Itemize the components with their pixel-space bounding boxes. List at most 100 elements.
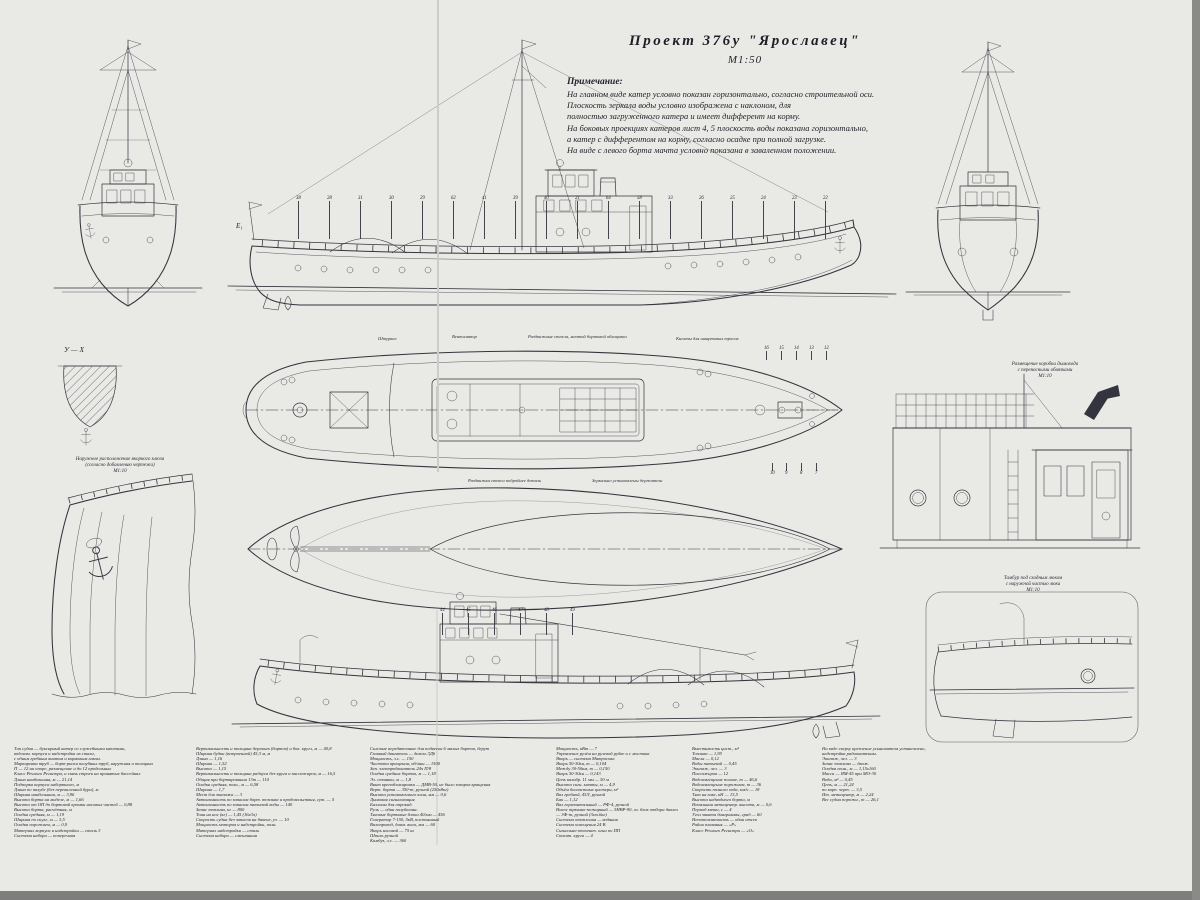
- stern-detail-caption: Тамбур под сходным люком с наружной част…: [1003, 576, 1063, 594]
- wheelhouse: [449, 601, 497, 625]
- spec-line: Высота — 1,15: [196, 766, 227, 772]
- spec-line: Ширина наибольшая, м — 3,96: [14, 791, 75, 797]
- note-line: На главном виде катер условно показан го…: [567, 89, 875, 99]
- spec-line: водоизм. корпуса и надстройки из стали,: [14, 751, 95, 757]
- spec-line: Ширина по скуле, м — 3,5: [14, 817, 65, 823]
- spec-line: Система набора — поперечная: [14, 832, 76, 838]
- wheelhouse: [547, 169, 595, 197]
- callout-number: 45: [466, 608, 471, 635]
- spec-line: Длина по палубе (без переваленной бури),…: [14, 786, 99, 792]
- deck-label-steering: Штурвал: [378, 336, 397, 341]
- deckhouse: [439, 623, 559, 683]
- hatch: [329, 391, 369, 429]
- spec-line: Осадка полн., м — 1,15х160: [822, 766, 876, 772]
- callout-number: 46: [492, 608, 497, 635]
- spec-line: Топлива — 1,95: [692, 751, 722, 757]
- spec-line: Мест для экипажа — 3: [196, 791, 243, 797]
- callout-number: 31: [358, 196, 363, 239]
- bow-view: [53, 39, 203, 307]
- spec-line: Запас топлива, кг — 800: [196, 807, 245, 813]
- searchlight-icon: [456, 592, 464, 600]
- callout-number: 25: [730, 196, 735, 239]
- spec-line: Насос трюмно-пожарный — 5НВР-90, эл. бло…: [556, 807, 678, 813]
- specification-block: Тип судна — буксирный катер со служебным…: [14, 746, 934, 843]
- spec-line: Мощность, кВт — 7: [556, 746, 597, 751]
- callout-number: 28: [327, 196, 332, 239]
- flag-icon: [845, 639, 859, 648]
- sheet-edge-bottom: [0, 891, 1200, 900]
- callout-number: 12: [824, 346, 829, 360]
- spec-line: Осадка порожнем, м — 0,9: [14, 822, 68, 828]
- spec-line: Баллоны для опрокид.: [370, 802, 413, 808]
- stern-view: [905, 41, 1071, 321]
- sheet-edge-right: [1192, 0, 1200, 900]
- towing-arch: [687, 670, 765, 688]
- bow-detail: [51, 473, 197, 698]
- porthole: [1080, 668, 1096, 684]
- spec-line: Высота установочного киля, мм — 0,6: [370, 791, 447, 797]
- propeller-icon: [284, 295, 292, 311]
- funnel: [1084, 392, 1108, 420]
- spec-line: Мощность моторов и надстройки, полн.: [196, 822, 277, 828]
- spec-line: Цепь, м — 21,24: [822, 781, 854, 787]
- callout-number: 24: [761, 196, 766, 239]
- spec-line: Руль — один полубаланс.: [370, 807, 419, 813]
- spec-line: Автономность по запасам борт. топлива и …: [196, 796, 335, 802]
- callout-number: 15: [779, 346, 784, 360]
- spec-line: Якорь носовой — 75 кг: [370, 827, 415, 833]
- label-e1: Е₁: [236, 222, 243, 230]
- spec-line: Длина — 1,16: [196, 756, 223, 762]
- bollards: [280, 368, 815, 452]
- spec-line: Начальная метацентр. высота, м — 0,6: [692, 802, 772, 808]
- spec-line: Класс Речного Регистра — «О»: [692, 827, 755, 833]
- spec-line: Водоизмещение порожнем, т — 36: [692, 781, 762, 787]
- hull-bottom-plan: [247, 487, 843, 611]
- note-heading: Примечание:: [567, 77, 623, 87]
- spec-line: Камбуз, л.с. — 360: [370, 837, 407, 843]
- spec-line: Высота от ОП до бортовой кромки носовых …: [14, 802, 133, 808]
- deck-plan: [242, 350, 843, 470]
- callout-number: 40: [544, 196, 549, 239]
- spec-line: Тонн на нос (кг) — 1,45 (16х3ч): [196, 812, 257, 818]
- pennant-icon: [127, 39, 142, 50]
- callout-number: 33: [668, 196, 673, 239]
- spec-line: Тяга на гаке, кН — 13,5: [692, 791, 738, 797]
- horn-icon: [1098, 385, 1120, 399]
- note-block: Примечание: На главном виде катер условн…: [567, 77, 957, 156]
- spec-column: Силовые передаточные для подвески 6 малы…: [370, 746, 542, 843]
- door: [535, 633, 553, 679]
- porthole: [953, 489, 971, 507]
- portholes: [294, 696, 708, 710]
- spec-line: Вертикальность и толщина деревьев (борто…: [196, 746, 332, 751]
- mast-foot: [518, 406, 526, 414]
- anchor-icon: [88, 546, 113, 580]
- flag-icon: [248, 201, 263, 210]
- deck-label-ventilator: Вентилятор: [452, 334, 477, 339]
- door: [1091, 461, 1121, 539]
- callout-number: 7: [815, 463, 817, 476]
- spec-line: Управление рулём на рулевой рубке и с мо…: [556, 751, 650, 757]
- spec-line: Длина наибольшая, м — 21,14: [14, 776, 73, 782]
- spec-line: Цепь калибр. 11 мм — 50 м: [556, 776, 609, 782]
- drawing-scale: М1:50: [727, 54, 763, 66]
- callout-number: 16: [764, 346, 769, 360]
- folded-mast: [499, 613, 746, 656]
- vent-icon: [446, 418, 458, 430]
- spec-line: Тип судна — буксирный катер со служебным…: [14, 746, 126, 751]
- spec-line: — 3Ф-т, ручной (3мч.6кг): [556, 812, 607, 818]
- spec-line: Скорость полного хода, км/ч — 18: [692, 786, 760, 792]
- spec-line: Масса — ЯМ-45 при МО-30: [822, 771, 877, 777]
- spec-line: Скорость судна без запасов на бакене, уз…: [196, 817, 289, 823]
- note-line: На виде с левого борта мачта условно пок…: [567, 145, 837, 156]
- callout-number: 30: [389, 196, 394, 239]
- hull-section: [57, 365, 123, 446]
- spec-line: Главный двигатель — дизель 3Д6: [370, 751, 436, 757]
- spec-line: Материал корпуса и надстройки — сталь 3: [14, 827, 101, 833]
- spec-line: Запас топлива — движ.: [822, 761, 870, 767]
- spec-line: Вместимость цист., м³: [692, 746, 739, 751]
- spec-line: Высота борта на миделе, м — 1,66: [14, 796, 84, 802]
- callout-number: 64: [606, 196, 611, 239]
- wheelhouse-detail: [1035, 449, 1129, 541]
- spec-line: Водоизмещение полное, т — 46,6: [692, 776, 758, 782]
